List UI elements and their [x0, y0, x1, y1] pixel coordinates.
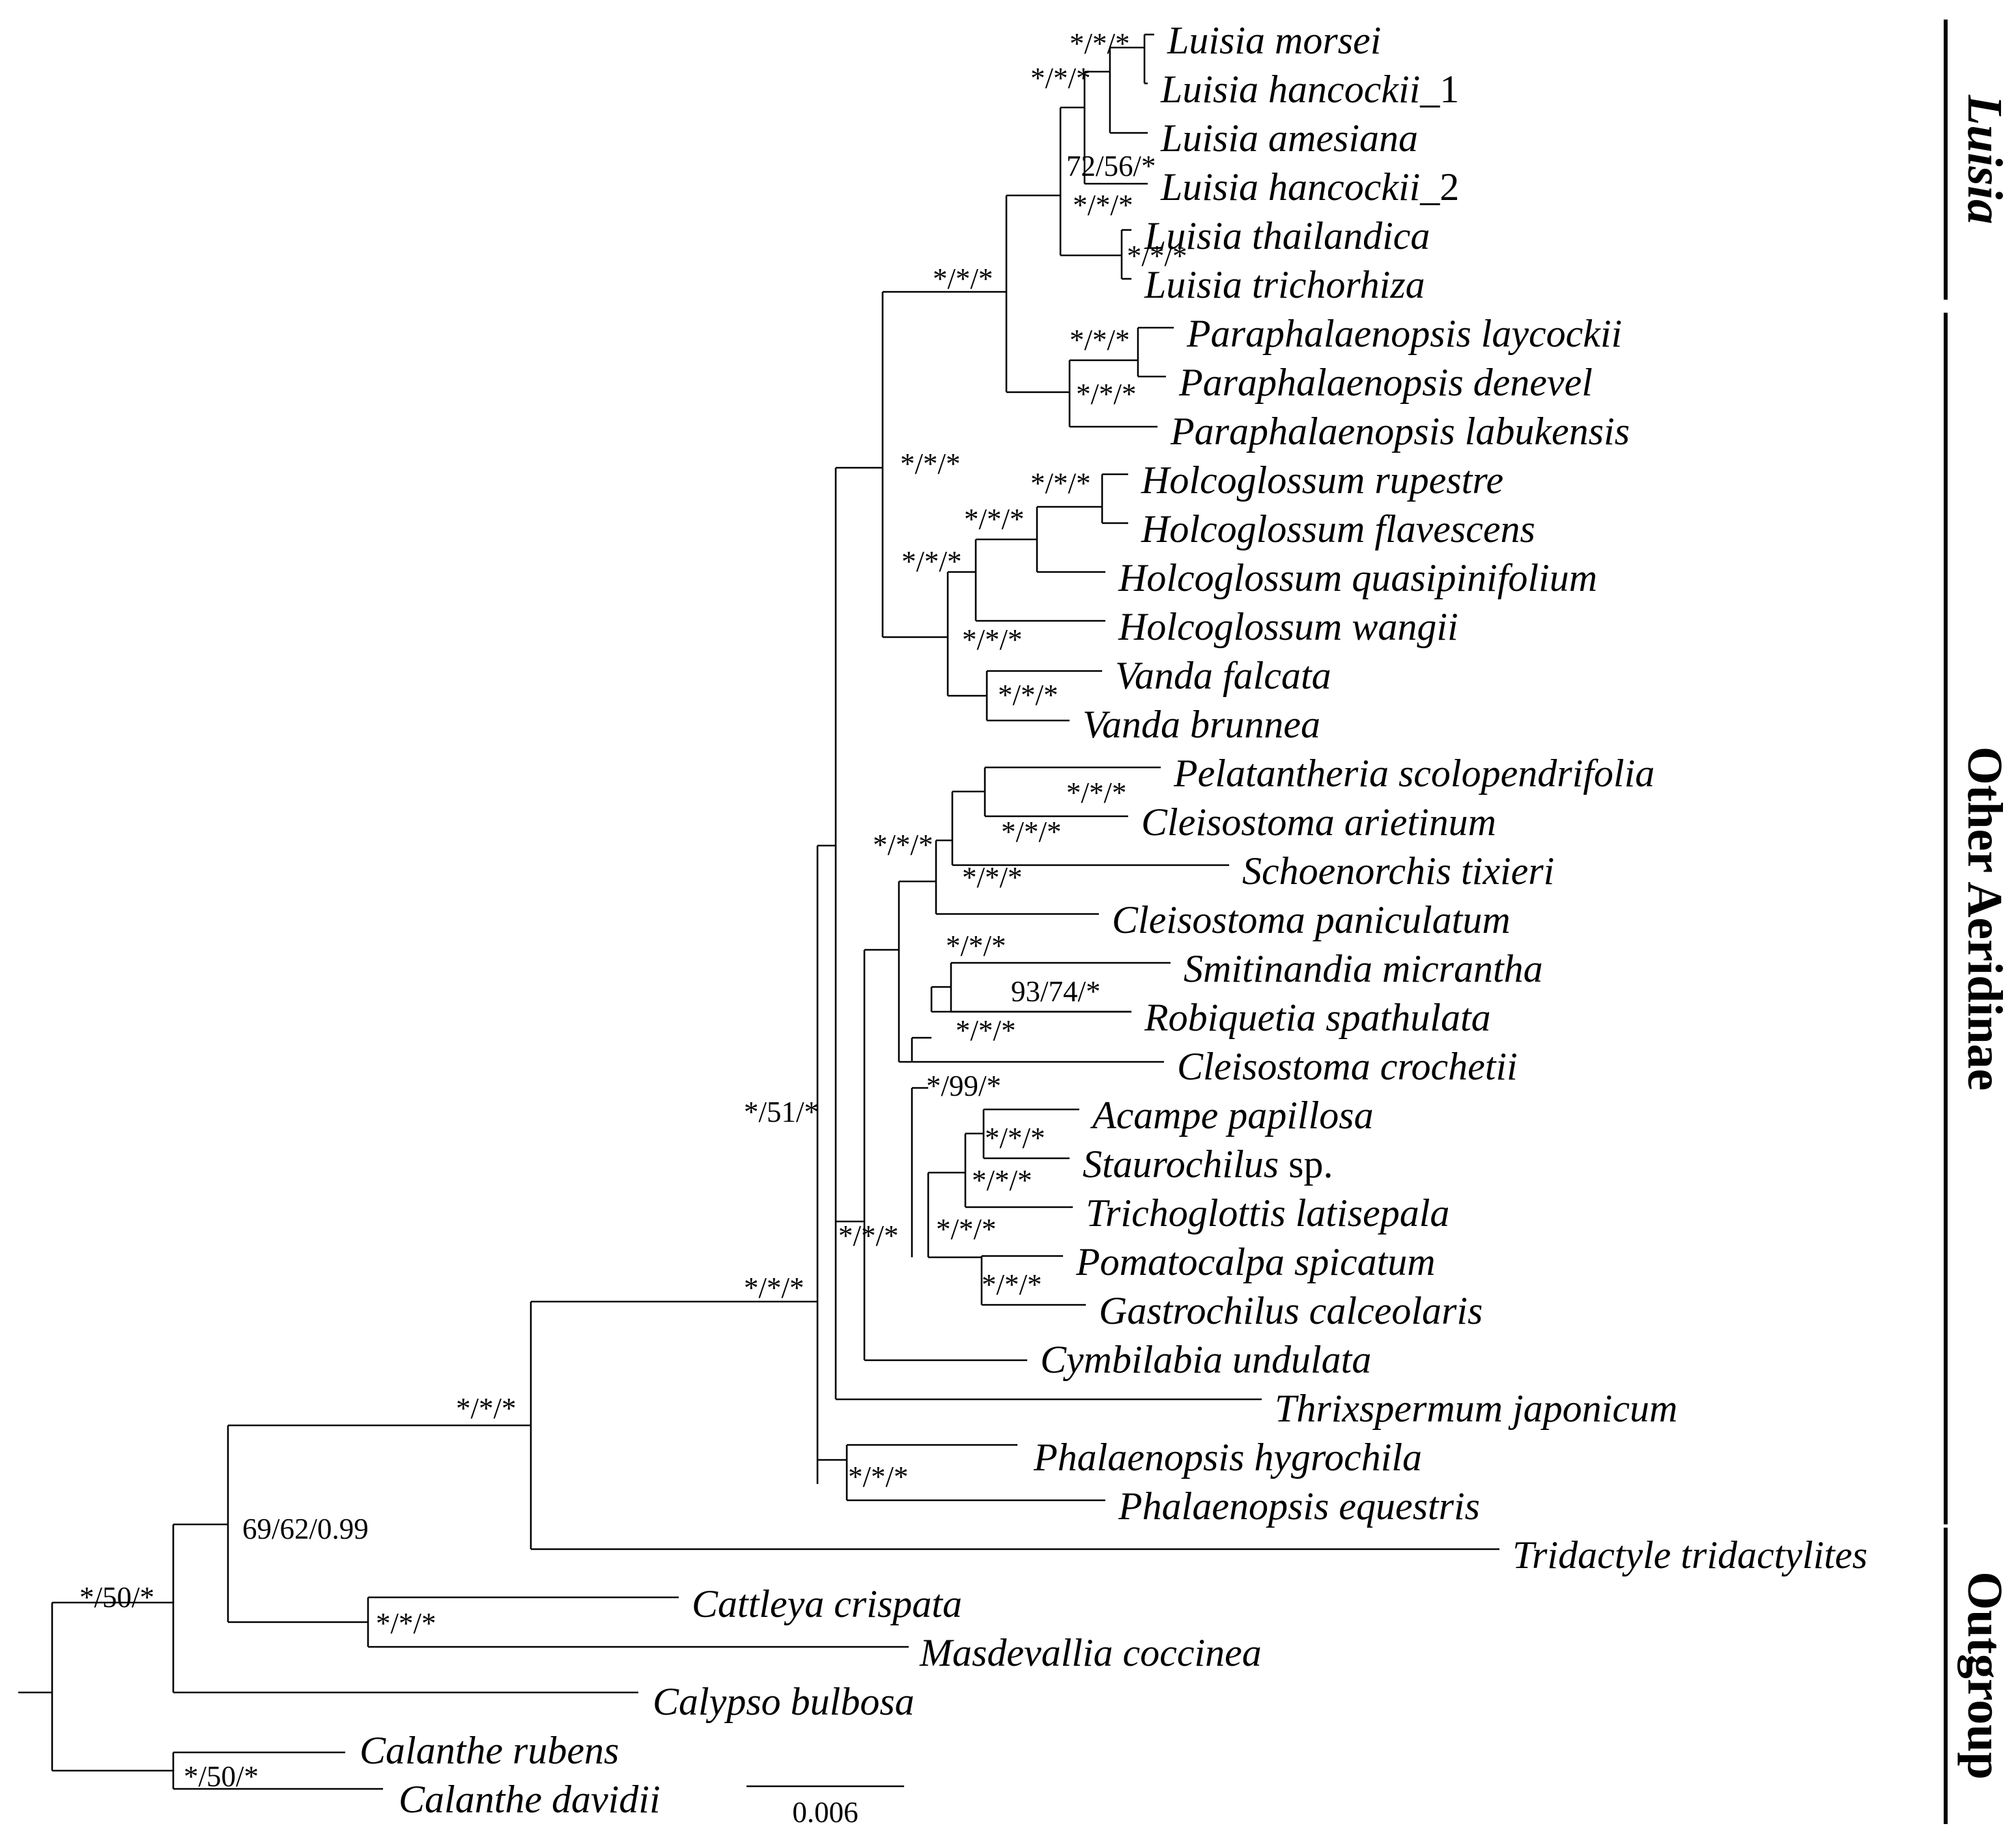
taxon-label: Paraphalaenopsis denevel — [1178, 361, 1593, 404]
support-value: */*/* — [998, 679, 1058, 711]
taxon-label: Cattleya crispata — [692, 1582, 962, 1625]
clade-annotations: Luisia Other Aeridinae Outgroup — [1944, 20, 2012, 1824]
support-value: */*/* — [873, 829, 933, 861]
clade-label-outgroup: Outgroup — [1957, 1571, 2012, 1780]
taxon-label: Smitinandia micrantha — [1184, 947, 1543, 990]
support-value: */*/* — [962, 623, 1023, 656]
support-value: */50/* — [79, 1581, 154, 1614]
taxon-label: Holcoglossum flavescens — [1141, 507, 1535, 550]
taxon-label: Robiquetia spathulata — [1144, 996, 1491, 1039]
taxon-label: Masdevallia coccinea — [919, 1631, 1262, 1674]
taxon-label: Cleisostoma crochetii — [1177, 1045, 1518, 1088]
taxon-label: Luisia morsei — [1167, 19, 1381, 62]
scale-bar: 0.006 — [746, 1785, 904, 1829]
support-value: */*/* — [848, 1461, 909, 1493]
taxon-label: Phalaenopsis hygrochila — [1033, 1436, 1422, 1479]
support-value: */*/* — [456, 1392, 517, 1425]
support-value: */*/* — [964, 503, 1025, 535]
taxon-label: Gastrochilus calceolaris — [1099, 1289, 1483, 1332]
support-value: */*/* — [1030, 62, 1091, 94]
support-value: 69/62/0.99 — [242, 1513, 369, 1545]
support-value: 93/74/* — [1011, 975, 1101, 1008]
taxon-label: Luisia hancockii_2 — [1160, 165, 1459, 208]
taxon-label: Phalaenopsis equestris — [1118, 1485, 1480, 1528]
clade-label-other-aeridinae: Other Aeridinae — [1957, 747, 2012, 1091]
support-value: */*/* — [900, 448, 961, 480]
scale-bar-label: 0.006 — [792, 1796, 858, 1829]
taxon-label: Trichoglottis latisepala — [1086, 1192, 1449, 1234]
support-value: */*/* — [1030, 467, 1091, 500]
taxon-label: Cymbilabia undulata — [1040, 1338, 1371, 1381]
taxon-label: Calanthe rubens — [360, 1729, 619, 1772]
taxon-label: Holcoglossum wangii — [1118, 605, 1458, 648]
taxon-label: Staurochilus sp. — [1083, 1143, 1333, 1186]
support-value: */*/* — [1001, 816, 1062, 848]
taxon-label: Luisia hancockii_1 — [1160, 68, 1459, 111]
taxon-label: Vanda brunnea — [1083, 703, 1320, 746]
taxon-label: Luisia amesiana — [1160, 117, 1418, 160]
support-value: */*/* — [902, 545, 962, 578]
support-value: */*/* — [376, 1607, 436, 1640]
support-value: */51/* — [744, 1096, 819, 1128]
support-value: */*/* — [956, 1014, 1016, 1047]
support-value: */50/* — [184, 1760, 259, 1793]
support-value: */*/* — [933, 263, 993, 295]
taxon-label: Paraphalaenopsis laycockii — [1186, 312, 1622, 355]
support-value: */*/* — [1070, 324, 1130, 356]
support-value: */*/* — [1070, 27, 1130, 60]
taxon-label: Tridactyle tridactylites — [1512, 1534, 1867, 1577]
taxon-label: Holcoglossum rupestre — [1141, 459, 1503, 502]
support-value: */*/* — [982, 1268, 1042, 1301]
support-values: */*/* */*/* 72/56/* */*/* */*/* */*/* */… — [79, 27, 1187, 1793]
taxon-label: Thrixspermum japonicum — [1275, 1387, 1677, 1430]
support-value: */*/* — [936, 1213, 997, 1246]
support-value: */*/* — [838, 1220, 899, 1252]
taxon-label: Vanda falcata — [1115, 654, 1331, 697]
taxon-label: Cleisostoma paniculatum — [1112, 898, 1511, 941]
support-value: */*/* — [1076, 378, 1137, 410]
taxon-label: Cleisostoma arietinum — [1141, 801, 1496, 844]
taxon-label: Calanthe davidii — [399, 1778, 660, 1821]
support-value: 72/56/* — [1066, 150, 1156, 182]
support-value: */99/* — [926, 1070, 1001, 1102]
taxon-label: Holcoglossum quasipinifolium — [1118, 556, 1597, 599]
clade-label-luisia: Luisia — [1957, 94, 2012, 225]
support-value: */*/* — [985, 1122, 1045, 1154]
taxon-label: Luisia thailandica — [1144, 214, 1430, 257]
support-value: */*/* — [946, 930, 1006, 962]
tree-branches — [18, 33, 1499, 1790]
support-value: */*/* — [962, 861, 1023, 894]
support-value: */*/* — [744, 1272, 804, 1304]
support-value: */*/* — [1073, 189, 1133, 221]
taxon-labels: Luisia morsei Luisia hancockii_1 Luisia … — [360, 19, 1867, 1821]
taxon-label: Pelatantheria scolopendrifolia — [1173, 752, 1654, 795]
taxon-label: Luisia trichorhiza — [1144, 263, 1425, 306]
taxon-label: Acampe papillosa — [1090, 1094, 1374, 1137]
taxon-label: Paraphalaenopsis labukensis — [1170, 410, 1630, 453]
support-value: */*/* — [972, 1164, 1032, 1197]
support-value: */*/* — [1127, 240, 1187, 272]
taxon-label: Pomatocalpa spicatum — [1075, 1240, 1436, 1283]
support-value: */*/* — [1066, 777, 1127, 809]
taxon-label: Schoenorchis tixieri — [1242, 849, 1554, 892]
taxon-label: Calypso bulbosa — [653, 1680, 915, 1723]
